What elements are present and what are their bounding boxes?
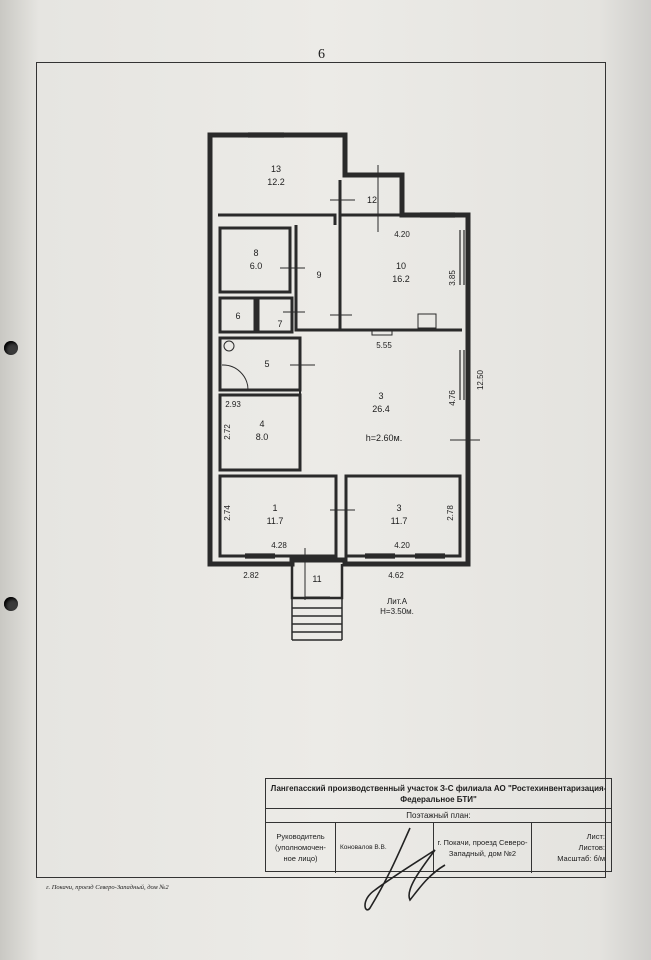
- wall: [218, 474, 338, 558]
- object-address: г. Покачи, проезд Северо- Западный, дом …: [434, 822, 532, 873]
- dimension: 3.85: [448, 270, 457, 286]
- title-block: Лангепасский производственный участок З-…: [265, 778, 612, 873]
- footer-address: г. Покачи, проезд Северо-Западный, дом №…: [46, 884, 169, 891]
- sheets-label: Листов:: [578, 843, 605, 852]
- building-letter: Лит.А: [387, 597, 408, 606]
- cut-line: [280, 165, 480, 600]
- sink: [371, 328, 393, 336]
- dimension: 4.20: [394, 230, 410, 239]
- dimension: 2.74: [223, 505, 232, 521]
- wall: [294, 225, 340, 332]
- room-3-number: 3: [378, 391, 383, 401]
- wall: [218, 213, 337, 225]
- sheet-label: Лист:: [586, 832, 605, 841]
- room-9-number: 9: [316, 270, 321, 280]
- room-1-number: 1: [272, 503, 277, 513]
- room-13-number: 13: [271, 164, 281, 174]
- scale-label: Масштаб: б/м: [557, 854, 605, 863]
- toilet: [223, 340, 235, 352]
- dimension: 4.62: [388, 571, 404, 580]
- room-4-number: 4: [259, 419, 264, 429]
- room-3b-area: 11.7: [391, 516, 408, 526]
- room-3-area: 26.4: [372, 404, 390, 414]
- drawing-frame: [36, 62, 606, 878]
- wall: [218, 296, 257, 334]
- binder-hole: [4, 341, 18, 355]
- room-4-area: 8.0: [256, 432, 269, 442]
- wall: [344, 474, 462, 558]
- dimension: 5.55: [376, 341, 392, 350]
- dimension: 2.72: [223, 424, 232, 440]
- dimension: 4.76: [448, 390, 457, 406]
- wall: [256, 296, 294, 334]
- room-5-number: 5: [264, 359, 269, 369]
- head-name: Коновалов В.В.: [336, 822, 434, 873]
- room-6-number: 6: [235, 311, 240, 321]
- stairs: [291, 598, 343, 641]
- door-swing: [221, 364, 249, 391]
- sheet-info: Лист: Листов: Масштаб: б/м: [532, 822, 611, 873]
- dimension: 4.20: [394, 541, 410, 550]
- page-number: 6: [318, 47, 325, 62]
- organization-name: Лангепасский производственный участок З-…: [266, 779, 611, 809]
- building-height: H=3.50м.: [380, 607, 414, 616]
- dimension: 2.78: [446, 505, 455, 521]
- room-8-area: 6.0: [250, 261, 263, 271]
- dimension: 12.50: [476, 369, 485, 390]
- porch-wall: [290, 564, 344, 600]
- room-10-number: 10: [396, 261, 406, 271]
- room-11-number: 11: [312, 574, 321, 584]
- stove: [417, 313, 437, 329]
- wall: [218, 336, 302, 392]
- room-1-area: 11.7: [267, 516, 284, 526]
- dimension: 4.28: [271, 541, 287, 550]
- wall: [218, 226, 292, 294]
- room-7-number: 7: [277, 319, 282, 329]
- window: [245, 132, 465, 559]
- plan-title: Поэтажный план:: [266, 809, 611, 823]
- room-10-area: 16.2: [392, 274, 410, 284]
- dimension: 2.93: [225, 400, 241, 409]
- head-label: Руководитель (уполномочен- ное лицо): [266, 822, 336, 873]
- room-3b-number: 3: [396, 503, 401, 513]
- signature: [364, 827, 446, 911]
- room-12-number: 12: [367, 195, 377, 205]
- ceiling-height: h=2.60м.: [366, 433, 402, 443]
- room-8-number: 8: [253, 248, 258, 258]
- room-13-area: 12.2: [267, 177, 285, 187]
- binder-hole: [4, 597, 18, 611]
- dimension: 2.82: [243, 571, 259, 580]
